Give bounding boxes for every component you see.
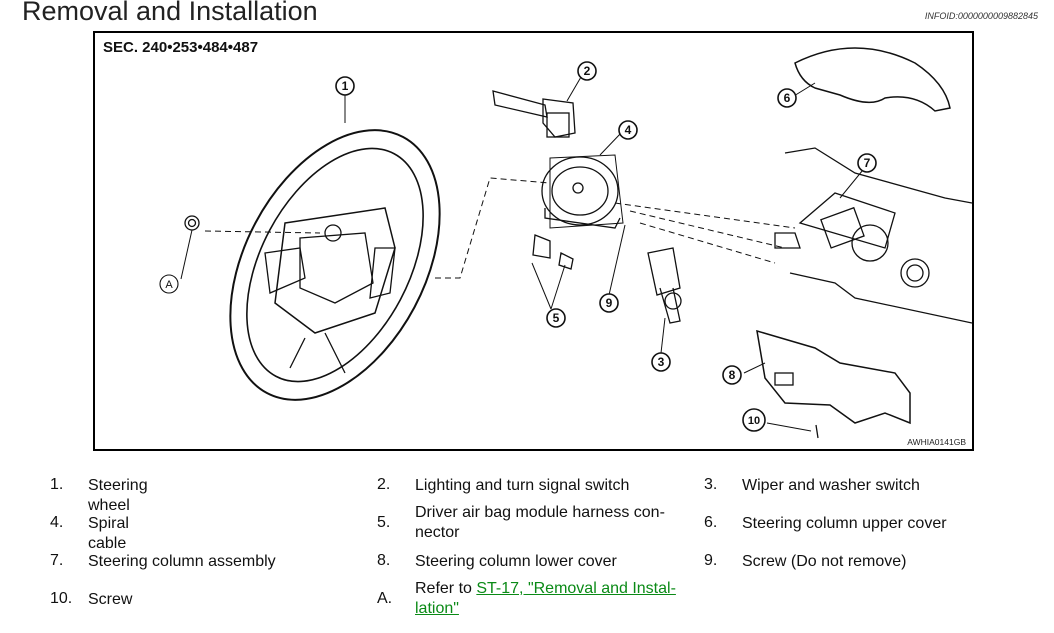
legend-number: 7. [50,552,64,569]
legend-number: 5. [377,514,391,531]
callout-3: 3 [658,355,665,369]
legend-text: Steering wheel [88,477,148,514]
legend-text-line2: lation" [415,599,459,619]
parts-legend: 1. Steering wheel 2. Lighting and turn s… [0,470,1054,630]
lighting-switch-drawing [492,90,576,138]
steering-wheel-drawing [184,129,441,401]
legend-text: Screw (Do not remove) [742,553,907,570]
legend-number: A. [377,590,393,607]
section-code: SEC. 240•253•484•487 [103,39,259,56]
diagram-drawing: 1 2 3 4 5 6 7 8 9 10 A [159,47,972,439]
legend-text-line1: Driver air bag module harness con- [415,504,665,521]
legend-text: Steering column upper cover [742,515,947,532]
legend-text: Wiper and washer switch [742,477,920,494]
legend-number: 3. [704,476,718,493]
wiper-switch-drawing [647,247,682,324]
callout-a: A [165,279,173,291]
legend-number: 6. [704,514,718,531]
legend-number: 2. [377,476,391,493]
legend-text: Steering column assembly [88,553,276,570]
upper-cover-drawing [794,47,951,112]
legend-number: 8. [377,552,391,569]
removal-installation-link[interactable]: ST-17, "Removal and Instal- [476,580,676,597]
callout-9: 9 [606,296,613,310]
dashed-guide-lines [204,177,796,279]
legend-text: Screw [88,591,133,608]
callout-8: 8 [729,368,736,382]
legend-text: Lighting and turn signal switch [415,477,630,494]
legend-text: Spiral cable [88,515,129,552]
legend-prefix: Refer to [415,580,477,597]
leader-lines [180,76,868,432]
callout-4: 4 [625,123,632,137]
exploded-diagram: 1 2 3 4 5 6 7 8 9 10 A SEC. 240•253•484•… [93,31,974,451]
info-id: INFOID:0000000009882845 [924,11,1038,21]
spiral-cable-drawing [532,154,624,270]
legend-number: 4. [50,514,64,531]
callout-labels: 1 2 3 4 5 6 7 8 9 10 A [165,64,870,427]
legend-number: 1. [50,476,64,493]
callout-circles [159,61,877,432]
callout-10: 10 [748,415,760,427]
removal-installation-link-cont[interactable]: lation" [415,600,459,617]
callout-5: 5 [553,311,560,325]
callout-6: 6 [784,91,791,105]
callout-1: 1 [342,79,349,93]
figure-code: AWHIA0141GB [907,437,966,447]
callout-7: 7 [864,156,871,170]
legend-text: Steering column lower cover [415,553,617,570]
page-title: Removal and Installation [22,0,318,26]
lower-cover-drawing [756,329,911,439]
legend-number: 10. [50,590,73,607]
legend-number: 9. [704,552,718,569]
column-assembly-drawing [774,147,972,324]
legend-text-line1: Refer to ST-17, "Removal and Instal- [415,579,676,599]
callout-2: 2 [584,64,591,78]
legend-text-line2: nector [415,524,460,541]
